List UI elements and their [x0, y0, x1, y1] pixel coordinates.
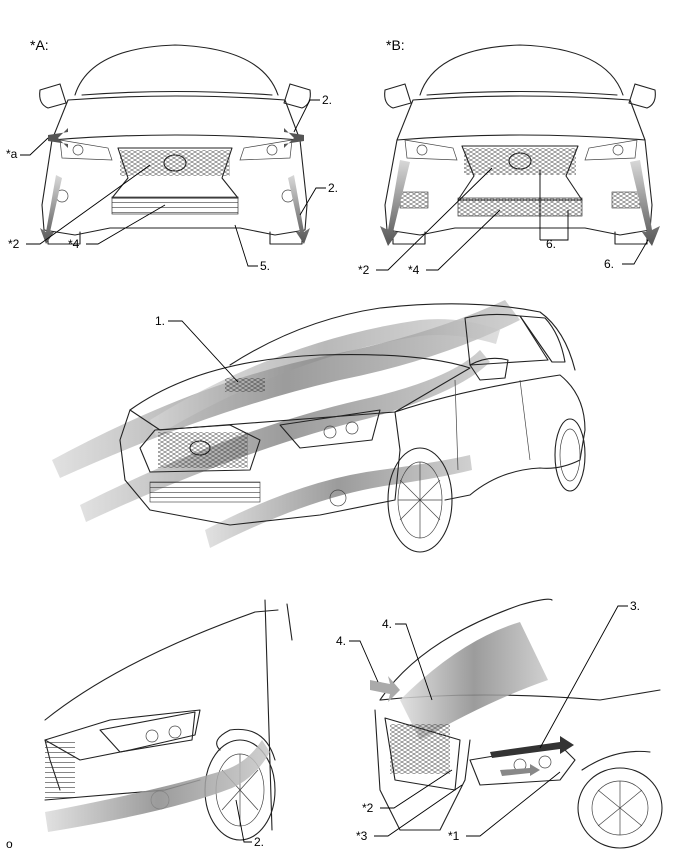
bottom-right-label-4-left: 4.: [336, 634, 346, 648]
middle-label-1: 1.: [155, 314, 165, 328]
bottom-right-label-star-3: *3: [356, 829, 368, 843]
view-a-label: *A:: [30, 37, 49, 53]
view-a-label-5: 5.: [260, 259, 270, 273]
bottom-right-label-star-2: *2: [362, 801, 374, 815]
bottom-right-label-4-right: 4.: [382, 617, 392, 631]
view-b-label-6-right: 6.: [604, 257, 614, 271]
bottom-left-label-2: 2.: [254, 835, 264, 849]
view-a-label-star-2: *2: [8, 237, 20, 251]
view-b-front-car: [380, 44, 660, 246]
middle-three-quarter-car: [52, 300, 586, 553]
view-b-label-star-2: *2: [358, 263, 370, 277]
corner-code: o: [6, 837, 13, 851]
view-a-label-star-a: *a: [6, 147, 18, 161]
view-b-label: *B:: [386, 37, 405, 53]
view-a-label-2-bottom: 2.: [328, 181, 338, 195]
bottom-right-label-3: 3.: [630, 599, 640, 613]
bottom-right-label-star-1: *1: [448, 829, 460, 843]
bottom-right-detail: [370, 598, 663, 849]
view-a-front-car: [39, 44, 311, 245]
view-a-label-star-4: *4: [68, 237, 80, 251]
view-b-label-star-4: *4: [408, 263, 420, 277]
view-a-label-2-top: 2.: [322, 93, 332, 107]
bottom-left-detail: [44, 599, 293, 841]
view-b-label-6-left: 6.: [546, 237, 556, 251]
